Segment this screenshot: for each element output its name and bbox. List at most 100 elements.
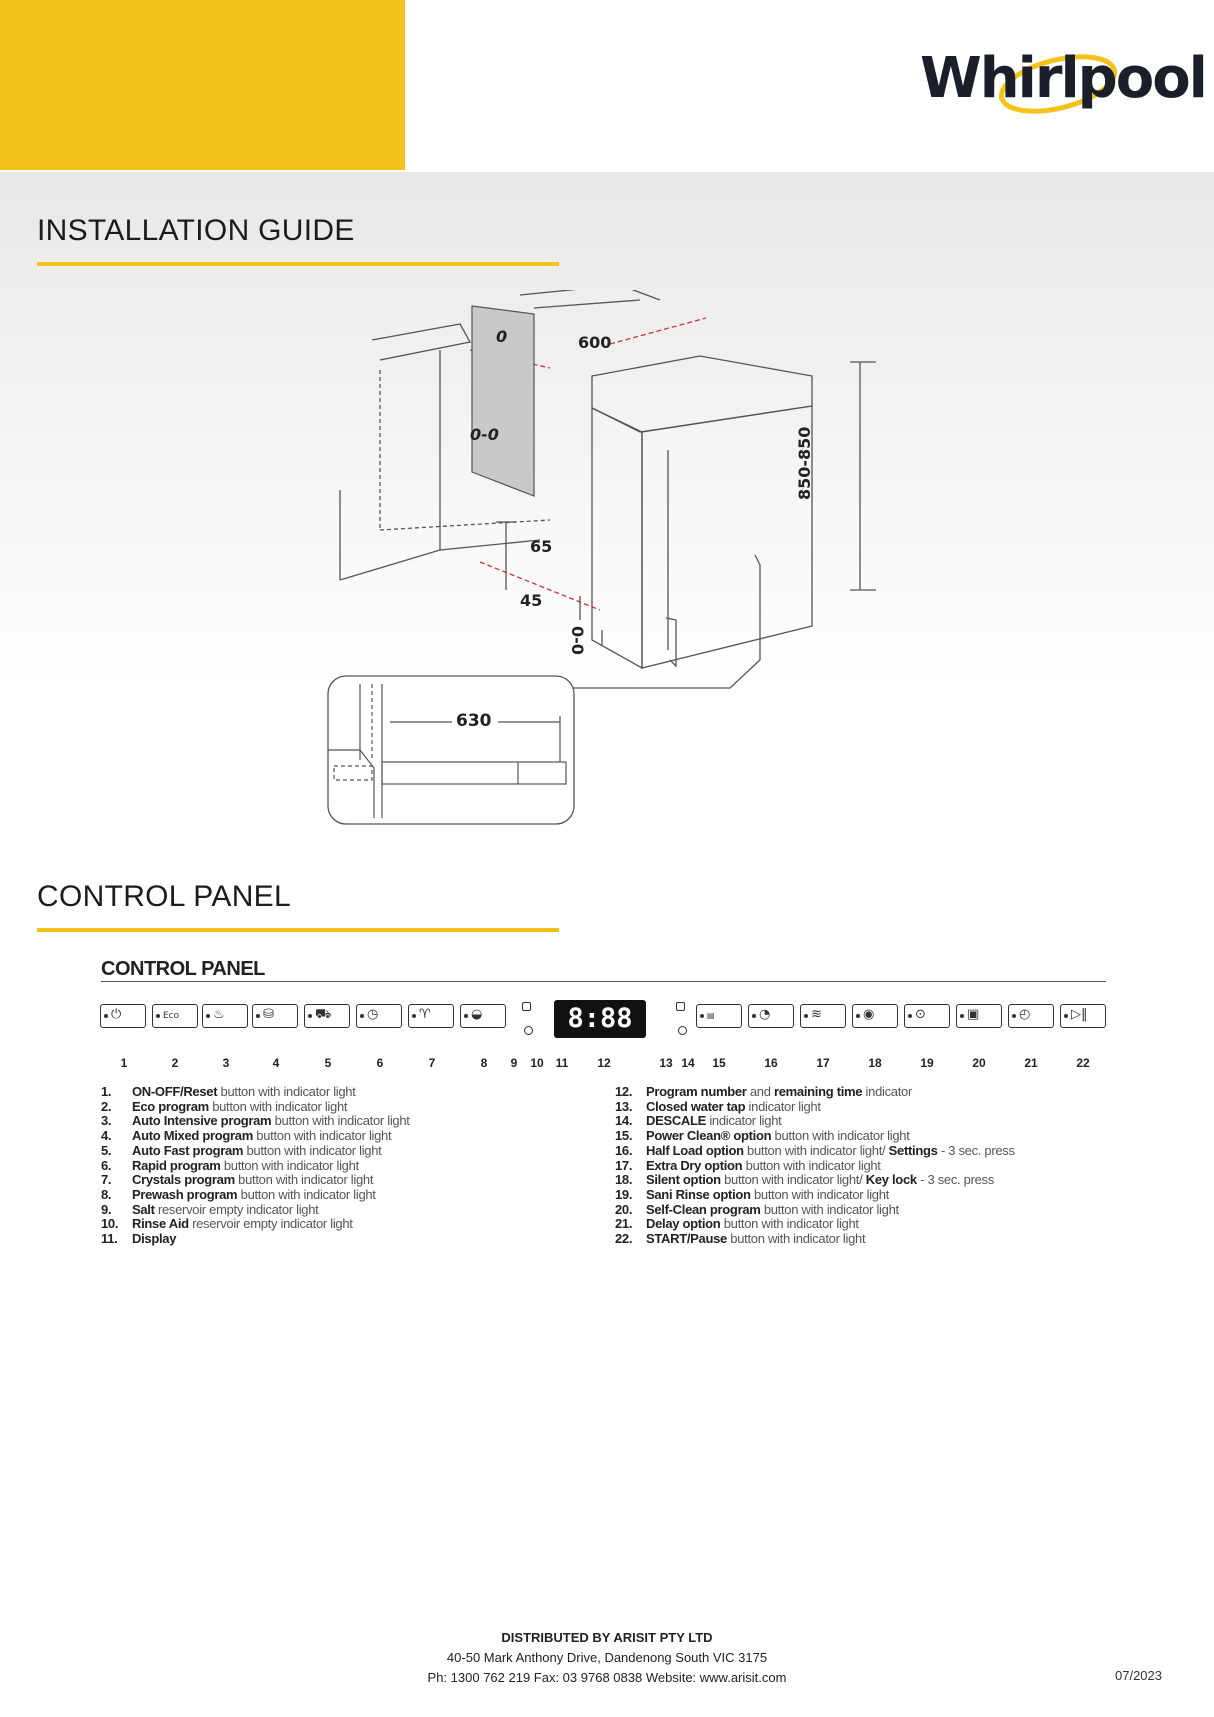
legend-item: 16.Half Load option button with indicato… [615, 1142, 1015, 1158]
legend-item: 12.Program number and remaining time ind… [615, 1084, 912, 1099]
silent-icon: ◉ [863, 1007, 875, 1022]
power-icon: ⏻ [111, 1007, 122, 1022]
panel-number: 7 [428, 1056, 436, 1070]
self-clean-icon: ▣ [967, 1007, 980, 1022]
legend-item: 14.DESCALE indicator light [615, 1113, 782, 1129]
legend-item: 5.Auto Fast program button with indicato… [101, 1142, 382, 1158]
delay-button[interactable]: ◴ [1008, 1004, 1054, 1028]
panel-number: 20 [972, 1056, 986, 1070]
water-tap-indicator [676, 1002, 685, 1011]
pot-icon: ♨ [213, 1007, 225, 1022]
yellow-header-block [0, 0, 405, 170]
clock-icon: ◷ [367, 1007, 379, 1022]
legend-item: 8.Prewash program button with indicator … [101, 1186, 376, 1202]
legend-item: 21.Delay option button with indicator li… [615, 1216, 859, 1232]
panel-number: 8 [480, 1056, 488, 1070]
door-clearance-detail: 630 [327, 675, 575, 825]
panel-number: 5 [324, 1056, 332, 1070]
legend-item: 2.Eco program button with indicator ligh… [101, 1098, 348, 1114]
panel-number: 17 [816, 1056, 830, 1070]
prewash-icon: ◒ [471, 1007, 483, 1022]
start-pause-button[interactable]: ▷‖ [1060, 1004, 1106, 1028]
dim-toe-depth: 45 [520, 591, 542, 610]
salt-indicator [522, 1002, 531, 1011]
extra-dry-icon: ≋ [811, 1007, 822, 1022]
panel-number: 12 [597, 1056, 611, 1070]
power-clean-button[interactable]: ▤ [696, 1004, 742, 1028]
rinse-aid-indicator [524, 1026, 533, 1035]
control-panel-heading: CONTROL PANEL [101, 958, 265, 980]
start-pause-icon: ▷‖ [1071, 1007, 1088, 1022]
control-panel-strip: ⏻ Eco ♨ ⛁ ⛟ ◷ ♈ ◒ 8:88 ▤ ◔ ≋ ◉ ⊙ ▣ ◴ ▷‖ … [100, 1000, 1110, 1070]
panel-number: 6 [376, 1056, 384, 1070]
crystals-button[interactable]: ♈ [408, 1004, 454, 1028]
power-clean-icon: ▤ [707, 1011, 715, 1020]
logo-text: Whirlpool [920, 46, 1208, 111]
footer-address: 40-50 Mark Anthony Drive, Dandenong Sout… [446, 1650, 768, 1665]
extra-dry-button[interactable]: ≋ [800, 1004, 846, 1028]
panel-number: 14 [681, 1056, 695, 1070]
panel-number: 21 [1024, 1056, 1038, 1070]
panel-number: 11 [555, 1056, 569, 1070]
control-legend-right: 12.Program number and remaining time ind… [615, 1084, 1175, 1247]
legend-item: 13.Closed water tap indicator light [615, 1098, 821, 1114]
delay-icon: ◴ [1019, 1007, 1031, 1022]
footer-distributor: DISTRIBUTED BY ARISIT PTY LTD [501, 1630, 713, 1645]
fast-icon: ⛟ [315, 1007, 332, 1022]
installation-guide-title: INSTALLATION GUIDE [37, 214, 355, 247]
auto-intensive-button[interactable]: ♨ [202, 1004, 248, 1028]
control-panel-heading-rule [101, 981, 1106, 982]
legend-item: 4.Auto Mixed program button with indicat… [101, 1128, 392, 1144]
program-display: 8:88 [554, 1000, 646, 1038]
on-off-button[interactable]: ⏻ [100, 1004, 146, 1028]
installation-title-rule [37, 262, 559, 266]
legend-item: 11.Display [101, 1231, 177, 1247]
logo-swoosh-icon [998, 54, 1118, 114]
panel-number: 3 [222, 1056, 230, 1070]
whirlpool-logo: Whirlpool [920, 40, 1208, 130]
panel-number: 1 [120, 1056, 128, 1070]
panel-number: 10 [530, 1056, 544, 1070]
control-panel-title: CONTROL PANEL [37, 880, 291, 913]
legend-item: 3.Auto Intensive program button with ind… [101, 1113, 410, 1129]
sani-rinse-button[interactable]: ⊙ [904, 1004, 950, 1028]
legend-item: 9.Salt reservoir empty indicator light [101, 1201, 319, 1217]
panel-number: 4 [272, 1056, 280, 1070]
rapid-button[interactable]: ◷ [356, 1004, 402, 1028]
silent-button[interactable]: ◉ [852, 1004, 898, 1028]
half-load-icon: ◔ [759, 1007, 771, 1022]
dim-side-gap: 0-0 [470, 425, 499, 444]
legend-item: 22.START/Pause button with indicator lig… [615, 1231, 866, 1247]
half-load-button[interactable]: ◔ [748, 1004, 794, 1028]
panel-number: 15 [712, 1056, 726, 1070]
legend-item: 19.Sani Rinse option button with indicat… [615, 1186, 889, 1202]
legend-item: 1.ON-OFF/Reset button with indicator lig… [101, 1084, 356, 1099]
panel-number: 2 [171, 1056, 179, 1070]
grey-gradient-band [0, 172, 1214, 692]
eco-button[interactable]: Eco [152, 1004, 198, 1028]
dim-width: 600 [578, 333, 611, 352]
self-clean-button[interactable]: ▣ [956, 1004, 1002, 1028]
eco-icon: Eco [163, 1011, 180, 1021]
legend-item: 17.Extra Dry option button with indicato… [615, 1157, 881, 1173]
panel-number: 13 [659, 1056, 673, 1070]
control-legend-left: 1.ON-OFF/Reset button with indicator lig… [101, 1084, 621, 1247]
dim-toe-height: 65 [530, 537, 552, 556]
installation-diagram: 0 600 0-0 850-850 65 45 0-0 630 [327, 290, 876, 825]
panel-number: 19 [920, 1056, 934, 1070]
descale-indicator [678, 1026, 687, 1035]
control-panel-title-rule [37, 928, 559, 932]
legend-item: 6.Rapid program button with indicator li… [101, 1157, 359, 1173]
panel-number: 16 [764, 1056, 778, 1070]
dim-depth-top: 0 [496, 327, 507, 346]
auto-fast-button[interactable]: ⛟ [304, 1004, 350, 1028]
legend-item: 7.Crystals program button with indicator… [101, 1172, 374, 1188]
footer-contact: Ph: 1300 762 219 Fax: 03 9768 0838 Websi… [427, 1670, 787, 1685]
dim-door-clearance: 630 [456, 711, 492, 731]
dim-height: 850-850 [795, 427, 814, 500]
sani-rinse-icon: ⊙ [915, 1007, 926, 1022]
auto-mixed-button[interactable]: ⛁ [252, 1004, 298, 1028]
mixed-icon: ⛁ [263, 1007, 274, 1022]
panel-number: 22 [1076, 1056, 1090, 1070]
prewash-button[interactable]: ◒ [460, 1004, 506, 1028]
